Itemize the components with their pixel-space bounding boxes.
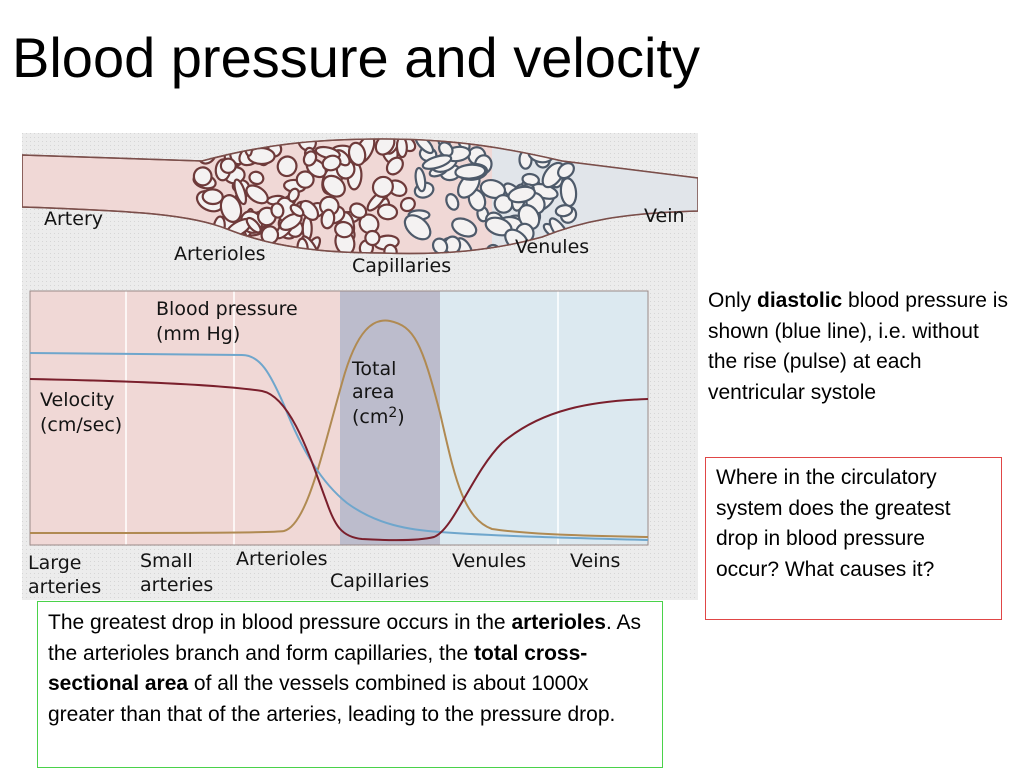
answer-text-2: . As the arterioles branch and form capi… xyxy=(48,611,642,665)
slide-title: Blood pressure and velocity xyxy=(12,26,700,89)
x-category-small-arteries: Small xyxy=(140,550,193,572)
capillary-cell xyxy=(321,154,342,172)
x-category-veins: Veins xyxy=(570,550,620,572)
capillary-cell xyxy=(438,141,454,158)
x-category-large-arteries: Large xyxy=(28,552,81,574)
x-category-capillaries: Capillaries xyxy=(330,570,429,592)
capillary-cell xyxy=(270,202,285,219)
capillary-network xyxy=(192,139,579,254)
capillary-cell xyxy=(403,214,432,241)
vessel-label-arterioles: Arterioles xyxy=(174,243,266,265)
capillary-cell xyxy=(376,203,399,221)
capillary-cell xyxy=(445,193,460,211)
capillary-cell xyxy=(395,139,408,159)
vessel-label-capillaries: Capillaries xyxy=(352,255,451,277)
capillary-cell xyxy=(399,196,416,213)
answer-text-3: of all the vessels combined is about 100… xyxy=(48,672,616,726)
answer-bold-arterioles: arterioles xyxy=(511,611,606,634)
graph-label-total-area: Total xyxy=(351,358,396,380)
capillary-cell xyxy=(302,150,318,167)
graph-label-total-area-unit: (cm2) xyxy=(352,405,405,428)
answer-box: The greatest drop in blood pressure occu… xyxy=(37,601,663,768)
capillary-cell xyxy=(245,216,262,234)
capillary-cell xyxy=(371,175,394,198)
capillary-cell xyxy=(233,178,248,206)
vessel-schematic: Artery Arterioles Capillaries Venules Ve… xyxy=(22,138,698,277)
graph-label-blood-pressure: Blood pressure xyxy=(156,298,298,320)
capillary-cell xyxy=(201,188,224,206)
capillary-cell xyxy=(334,220,354,239)
capillary-cell xyxy=(320,208,336,230)
graph-label-total-area-2: area xyxy=(352,381,394,403)
capillary-cell xyxy=(219,194,243,223)
vessel-label-artery: Artery xyxy=(44,208,103,230)
capillary-cell xyxy=(507,185,536,204)
graph-label-velocity: Velocity xyxy=(40,389,115,411)
question-box: Where in the circulatory system does the… xyxy=(705,457,1002,620)
capillary-cell xyxy=(364,229,381,247)
vessel-label-venules: Venules xyxy=(515,236,589,258)
capillary-cell xyxy=(414,166,427,193)
capillary-cell xyxy=(289,203,305,218)
capillary-cell xyxy=(219,157,237,175)
circulation-diagram: Artery Arterioles Capillaries Venules Ve… xyxy=(22,133,698,600)
blood-pressure-curve xyxy=(29,352,649,541)
x-category-arterioles: Arterioles xyxy=(236,548,328,570)
capillary-cell xyxy=(276,155,298,178)
note-bold: diastolic xyxy=(757,289,843,312)
capillary-cell xyxy=(245,184,269,205)
capillary-cell xyxy=(287,187,300,203)
capillary-cell xyxy=(248,170,265,186)
capillary-cell xyxy=(192,166,213,187)
velocity-curve xyxy=(29,378,649,542)
vessel-label-vein: Vein xyxy=(644,205,685,227)
capillary-cell xyxy=(347,141,367,167)
graph-label-blood-pressure-unit: (mm Hg) xyxy=(156,323,240,345)
capillary-cell xyxy=(385,156,404,176)
vessel-outline xyxy=(22,138,698,255)
note-text: Only xyxy=(708,289,758,312)
question-text: Where in the circulatory system does the… xyxy=(716,466,951,581)
capillary-cell xyxy=(557,162,575,180)
capillary-cell xyxy=(321,174,346,198)
capillary-cell xyxy=(295,170,315,189)
capillary-cell xyxy=(421,154,453,170)
graph-frame xyxy=(29,290,649,546)
note-text-rest: blood pressure is shown (blue line), i.e… xyxy=(708,289,1008,404)
circulation-figure: Artery Arterioles Capillaries Venules Ve… xyxy=(22,133,698,600)
x-category-venules: Venules xyxy=(452,550,526,572)
diastolic-note: Only diastolic blood pressure is shown (… xyxy=(708,286,1008,408)
capillary-cell xyxy=(451,217,478,238)
x-category-small-arteries-2: arteries xyxy=(140,574,213,596)
x-category-large-arteries-2: arteries xyxy=(28,576,101,598)
total-area-curve xyxy=(29,319,649,538)
capillary-cell xyxy=(454,163,487,180)
graph-label-velocity-unit: (cm/sec) xyxy=(40,414,122,436)
answer-text: The greatest drop in blood pressure occu… xyxy=(48,611,512,634)
capillary-cell xyxy=(479,179,507,199)
capillary-cell xyxy=(349,202,368,219)
graph-panel: Blood pressure (mm Hg) Velocity (cm/sec)… xyxy=(28,290,649,598)
answer-bold-area: total cross-sectional area xyxy=(48,641,588,696)
capillary-cell xyxy=(554,204,574,218)
zone-capillary xyxy=(340,291,440,545)
